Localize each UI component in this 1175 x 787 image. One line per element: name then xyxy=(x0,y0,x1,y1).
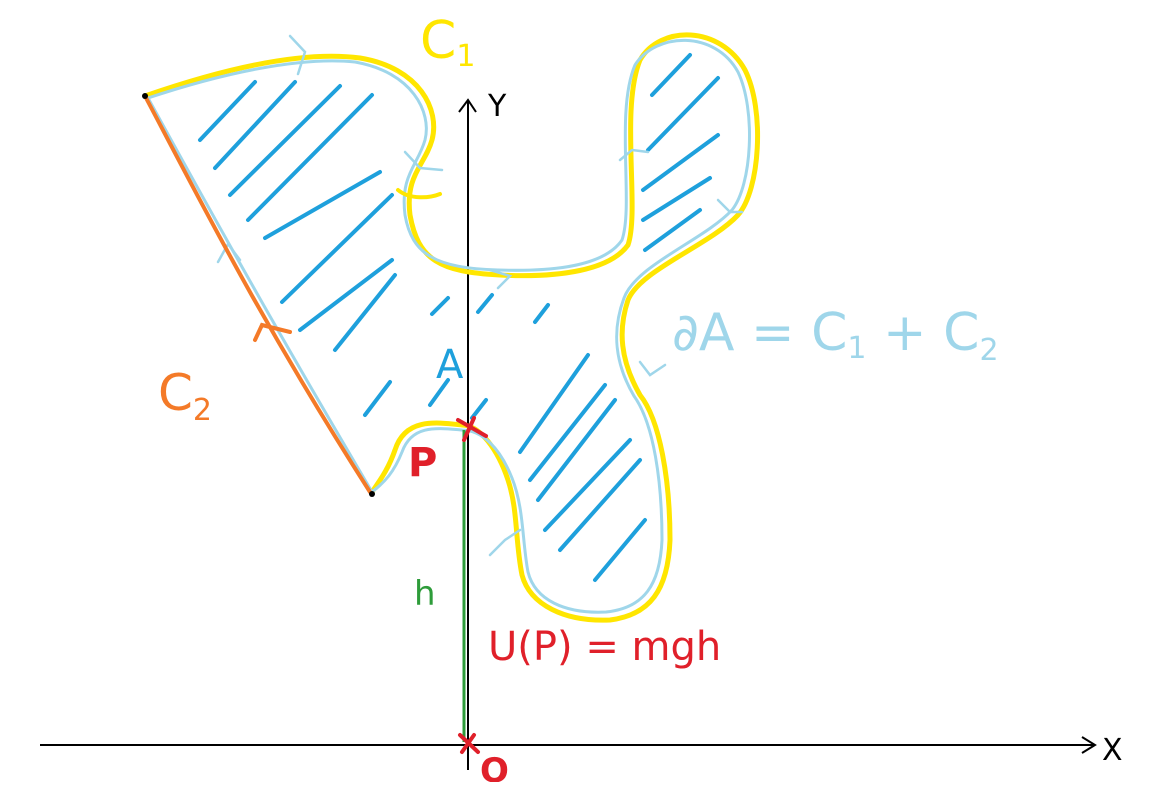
y-axis-label: Y xyxy=(487,89,507,124)
origin-label: O xyxy=(480,751,509,782)
c2-end-dot xyxy=(369,491,375,497)
boundary-label: ∂A = C1 + C2 xyxy=(672,303,999,368)
potential-energy-label: U(P) = mgh xyxy=(488,624,721,670)
curve-c2 xyxy=(143,94,372,494)
curve-c2-arrow xyxy=(253,322,292,342)
boundary-dA xyxy=(146,38,751,614)
region-a-label: A xyxy=(436,342,464,388)
curve-c1-label: C1 xyxy=(420,11,475,74)
curve-c1 xyxy=(142,32,761,623)
x-axis-label: X xyxy=(1102,733,1123,768)
curve-c1-mark xyxy=(396,188,442,200)
y-axis-arrowhead xyxy=(458,98,477,113)
origin-marker xyxy=(458,733,480,754)
c2-start-dot xyxy=(142,93,148,99)
boundary-direction-marks xyxy=(216,34,744,557)
point-p-label: P xyxy=(408,440,437,486)
x-axis-arrowhead xyxy=(1081,736,1097,754)
region-hatching xyxy=(198,53,720,582)
curve-c2-label: C2 xyxy=(158,364,212,428)
point-p-marker xyxy=(456,416,488,442)
height-label: h xyxy=(414,574,436,614)
